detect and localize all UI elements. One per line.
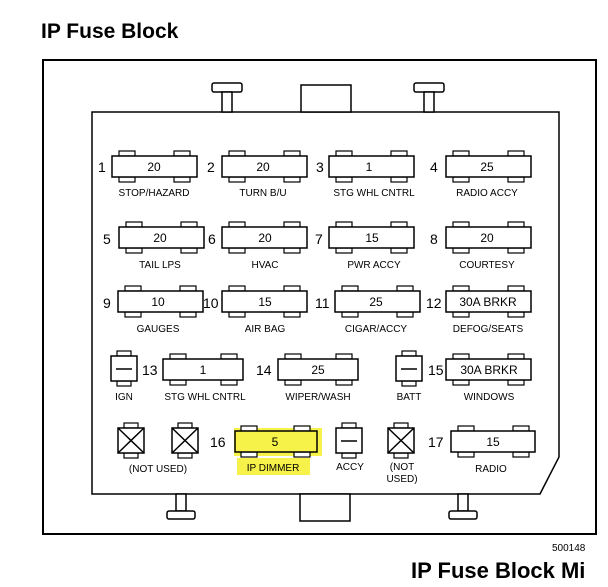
- not-used-label: (NOT: [390, 462, 414, 473]
- fuse-rating: 10: [151, 295, 165, 309]
- fuse-position-number: 11: [315, 295, 330, 311]
- relay-label: ACCY: [336, 462, 364, 473]
- fuse-label: IP DIMMER: [247, 463, 300, 474]
- fuse-rating: 20: [147, 160, 161, 174]
- fuse-rating: 5: [272, 435, 279, 449]
- fuse-5: 5 20 TAIL LPS: [103, 221, 205, 271]
- fuse-rating: 15: [365, 231, 379, 245]
- fuse-label: DEFOG/SEATS: [453, 324, 524, 335]
- fuse-position-number: 8: [430, 231, 438, 247]
- fuse-15: 15 30A BRKR WINDOWS: [428, 353, 532, 403]
- fuse-label: WIPER/WASH: [285, 392, 350, 403]
- fuse-rating: 20: [153, 231, 167, 245]
- fuse-rating: 1: [200, 363, 207, 377]
- fuse-label: HVAC: [251, 260, 278, 271]
- section-title: IP Fuse Block Mi: [411, 558, 586, 583]
- fuse-position-number: 14: [256, 362, 272, 378]
- fuse-rating: 20: [258, 231, 272, 245]
- diagram-number: 500148: [552, 543, 586, 554]
- relay-batt: BATT: [395, 350, 423, 403]
- fuse-position-number: 7: [315, 231, 323, 247]
- fuse-rating: 1: [366, 160, 373, 174]
- fuse-position-number: 1: [98, 159, 106, 175]
- fuse-rating: 30A BRKR: [460, 363, 518, 377]
- fuse-7: 7 15 PWR ACCY: [315, 221, 415, 271]
- relay-ign: IGN: [110, 350, 138, 403]
- top-left-clip: [211, 82, 243, 113]
- not-used-slot-3: [387, 422, 415, 459]
- fuse-11: 11 25 CIGAR/ACCY: [315, 285, 421, 335]
- fuse-rating: 25: [311, 363, 325, 377]
- fuse-rating: 15: [486, 435, 500, 449]
- bottom-right-clip: [448, 493, 478, 520]
- fuse-2: 2 20 TURN B/U: [207, 150, 308, 199]
- fuse-position-number: 13: [142, 362, 158, 378]
- fuse-block-housing: [42, 59, 597, 535]
- fuse-position-number: 12: [426, 295, 442, 311]
- fuse-position-number: 15: [428, 362, 444, 378]
- fuse-position-number: 2: [207, 159, 215, 175]
- relay-label: IGN: [115, 392, 133, 403]
- fuse-12: 12 30A BRKR DEFOG/SEATS: [426, 285, 532, 335]
- fuse-14: 14 25 WIPER/WASH: [256, 353, 359, 403]
- not-used-label: USED): [386, 474, 417, 485]
- fuse-position-number: 6: [208, 231, 216, 247]
- fuse-label: STOP/HAZARD: [119, 188, 190, 199]
- fuse-rating: 15: [258, 295, 272, 309]
- fuse-label: CIGAR/ACCY: [345, 324, 408, 335]
- fuse-10: 10 15 AIR BAG: [203, 285, 308, 335]
- fuse-16: 16 5 IP DIMMER: [210, 425, 318, 474]
- fuse-label: PWR ACCY: [347, 260, 401, 271]
- fuse-8: 8 20 COURTESY: [430, 221, 532, 271]
- fuse-9: 9 10 GAUGES: [103, 285, 204, 335]
- fuse-13: 13 1 STG WHL CNTRL: [142, 353, 246, 403]
- relay-label: BATT: [397, 392, 422, 403]
- fuse-rating: 20: [256, 160, 270, 174]
- not-used-slot-2: [171, 422, 199, 459]
- not-used-label: (NOT USED): [129, 464, 187, 475]
- fuse-position-number: 10: [203, 295, 219, 311]
- fuse-label: STG WHL CNTRL: [333, 188, 415, 199]
- fuse-label: TAIL LPS: [139, 260, 181, 271]
- fuse-panel-outline: [91, 111, 560, 495]
- fuse-position-number: 16: [210, 434, 226, 450]
- not-used-slot-1: [117, 422, 145, 459]
- relay-accy: ACCY: [335, 422, 364, 473]
- fuse-label: RADIO: [475, 464, 507, 475]
- fuse-6: 6 20 HVAC: [208, 221, 308, 271]
- top-right-clip: [413, 82, 445, 113]
- fuse-position-number: 5: [103, 231, 111, 247]
- fuse-rating: 25: [480, 160, 494, 174]
- fuse-rating: 30A BRKR: [459, 295, 517, 309]
- fuse-label: WINDOWS: [464, 392, 515, 403]
- fuse-17: 17 15 RADIO: [428, 425, 536, 475]
- fuse-label: TURN B/U: [239, 188, 286, 199]
- fuse-4: 4 25 RADIO ACCY: [430, 150, 532, 199]
- fuse-label: RADIO ACCY: [456, 188, 518, 199]
- fuse-label: GAUGES: [137, 324, 180, 335]
- fuse-label: COURTESY: [459, 260, 515, 271]
- fuse-label: STG WHL CNTRL: [164, 392, 246, 403]
- fuse-position-number: 9: [103, 295, 111, 311]
- fuse-position-number: 3: [316, 159, 324, 175]
- fuse-rating: 20: [480, 231, 494, 245]
- top-center-tab: [300, 84, 352, 113]
- bottom-center-tab: [299, 493, 351, 522]
- fuse-label: AIR BAG: [245, 324, 286, 335]
- fuse-1: 1 20 STOP/HAZARD: [98, 150, 198, 199]
- fuse-3: 3 1 STG WHL CNTRL: [316, 150, 415, 199]
- page-title: IP Fuse Block: [41, 20, 179, 43]
- fuse-rating: 25: [369, 295, 383, 309]
- bottom-left-clip: [166, 493, 196, 520]
- fuse-position-number: 17: [428, 434, 444, 450]
- fuse-position-number: 4: [430, 159, 438, 175]
